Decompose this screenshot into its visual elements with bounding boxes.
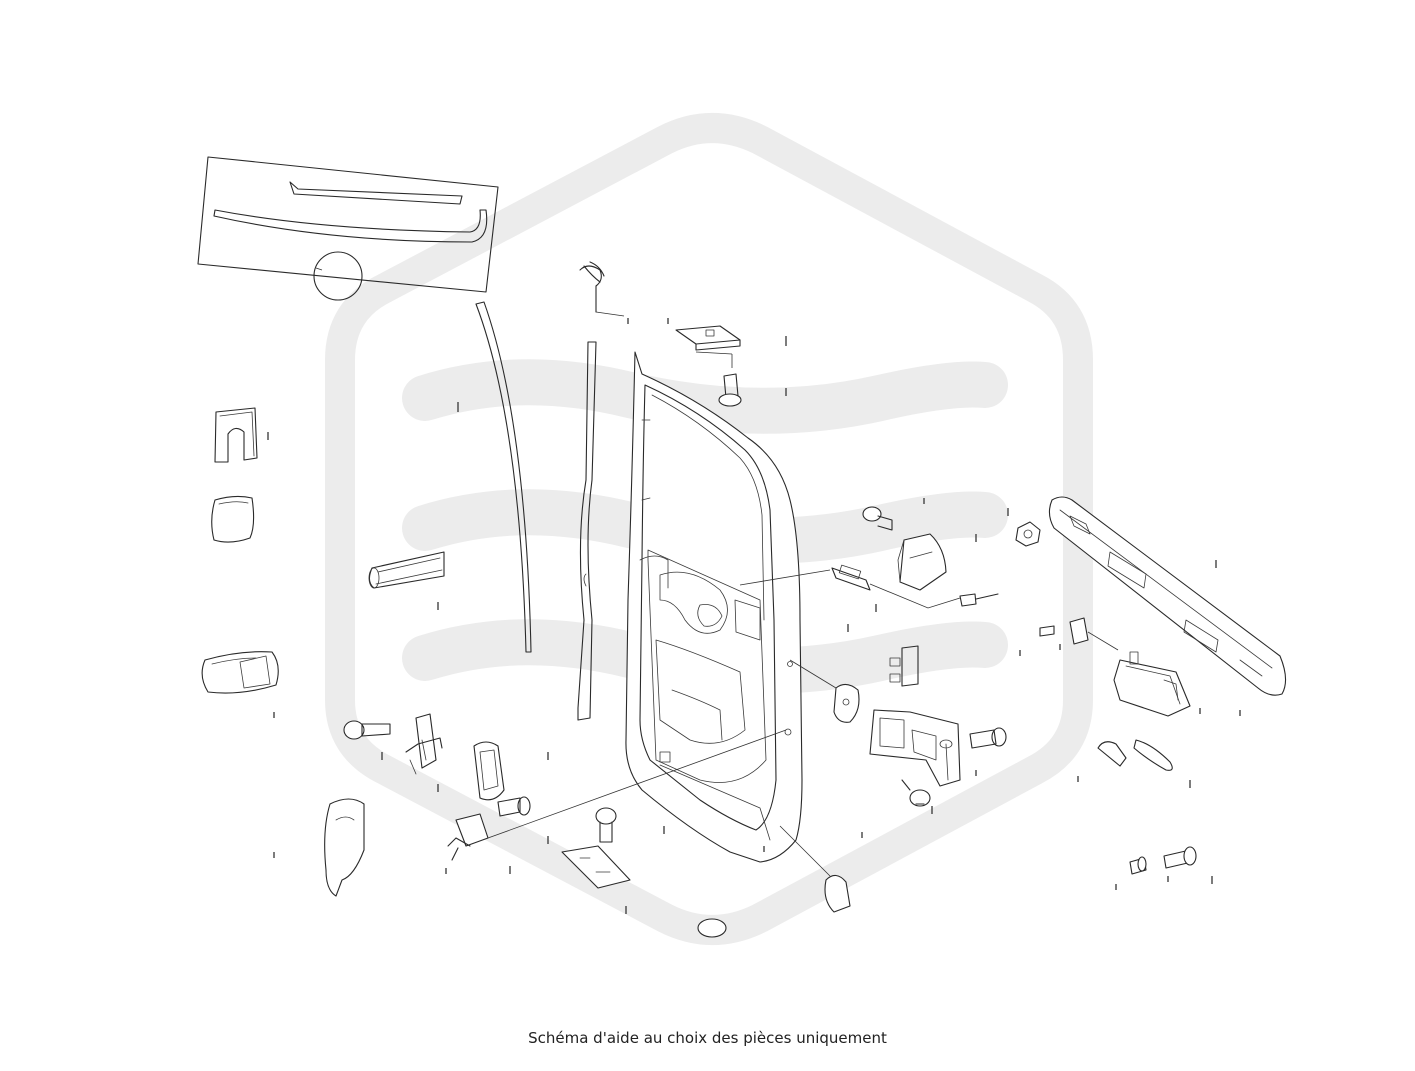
seal-kit-box[interactable]	[197, 156, 499, 301]
caption-text: Schéma d'aide au choix des pièces unique…	[528, 1029, 887, 1047]
reference-tick-marks	[267, 318, 1241, 914]
inner-handle-body[interactable]	[324, 798, 365, 897]
handle-cover-part[interactable]	[201, 651, 279, 694]
nut-part[interactable]	[1015, 521, 1041, 547]
connector-part[interactable]	[1039, 617, 1119, 651]
handle-trim-bar[interactable]	[1048, 496, 1287, 696]
number-plate-lamp[interactable]	[1113, 651, 1191, 717]
striker-plate[interactable]	[739, 564, 961, 609]
lock-mechanism[interactable]	[405, 713, 443, 775]
guide-rail-part[interactable]	[368, 551, 445, 589]
bracket-lower[interactable]	[779, 825, 851, 913]
door-rod[interactable]	[577, 261, 625, 721]
striker-lower[interactable]	[561, 845, 631, 889]
latch-lower[interactable]	[447, 729, 787, 861]
hinge-bracket-top[interactable]	[675, 325, 741, 368]
hinge-pin-part[interactable]	[889, 645, 919, 687]
window-seal-strip[interactable]	[475, 301, 532, 653]
screw-center[interactable]	[595, 807, 617, 843]
handle-bezel[interactable]	[473, 741, 505, 801]
bolt-mid[interactable]	[862, 506, 893, 531]
plug-lower[interactable]	[697, 918, 727, 938]
hinge-bolt-right[interactable]	[969, 727, 1007, 749]
seal-clip-part[interactable]	[214, 407, 258, 463]
hinge-bolt-lower[interactable]	[901, 779, 931, 807]
door-hinge[interactable]	[869, 709, 961, 787]
torx-bolt-lower[interactable]	[497, 796, 531, 817]
plug-cap-part[interactable]	[211, 495, 255, 543]
bulb-part[interactable]	[1097, 739, 1173, 771]
pin-part[interactable]	[959, 593, 999, 607]
door-frame[interactable]	[625, 351, 803, 863]
bolt-top[interactable]	[718, 373, 742, 407]
screw-lower-left[interactable]	[343, 720, 391, 740]
door-check-block[interactable]	[897, 533, 947, 591]
gasket-part[interactable]	[789, 659, 860, 723]
screw-pair[interactable]	[1129, 846, 1197, 875]
